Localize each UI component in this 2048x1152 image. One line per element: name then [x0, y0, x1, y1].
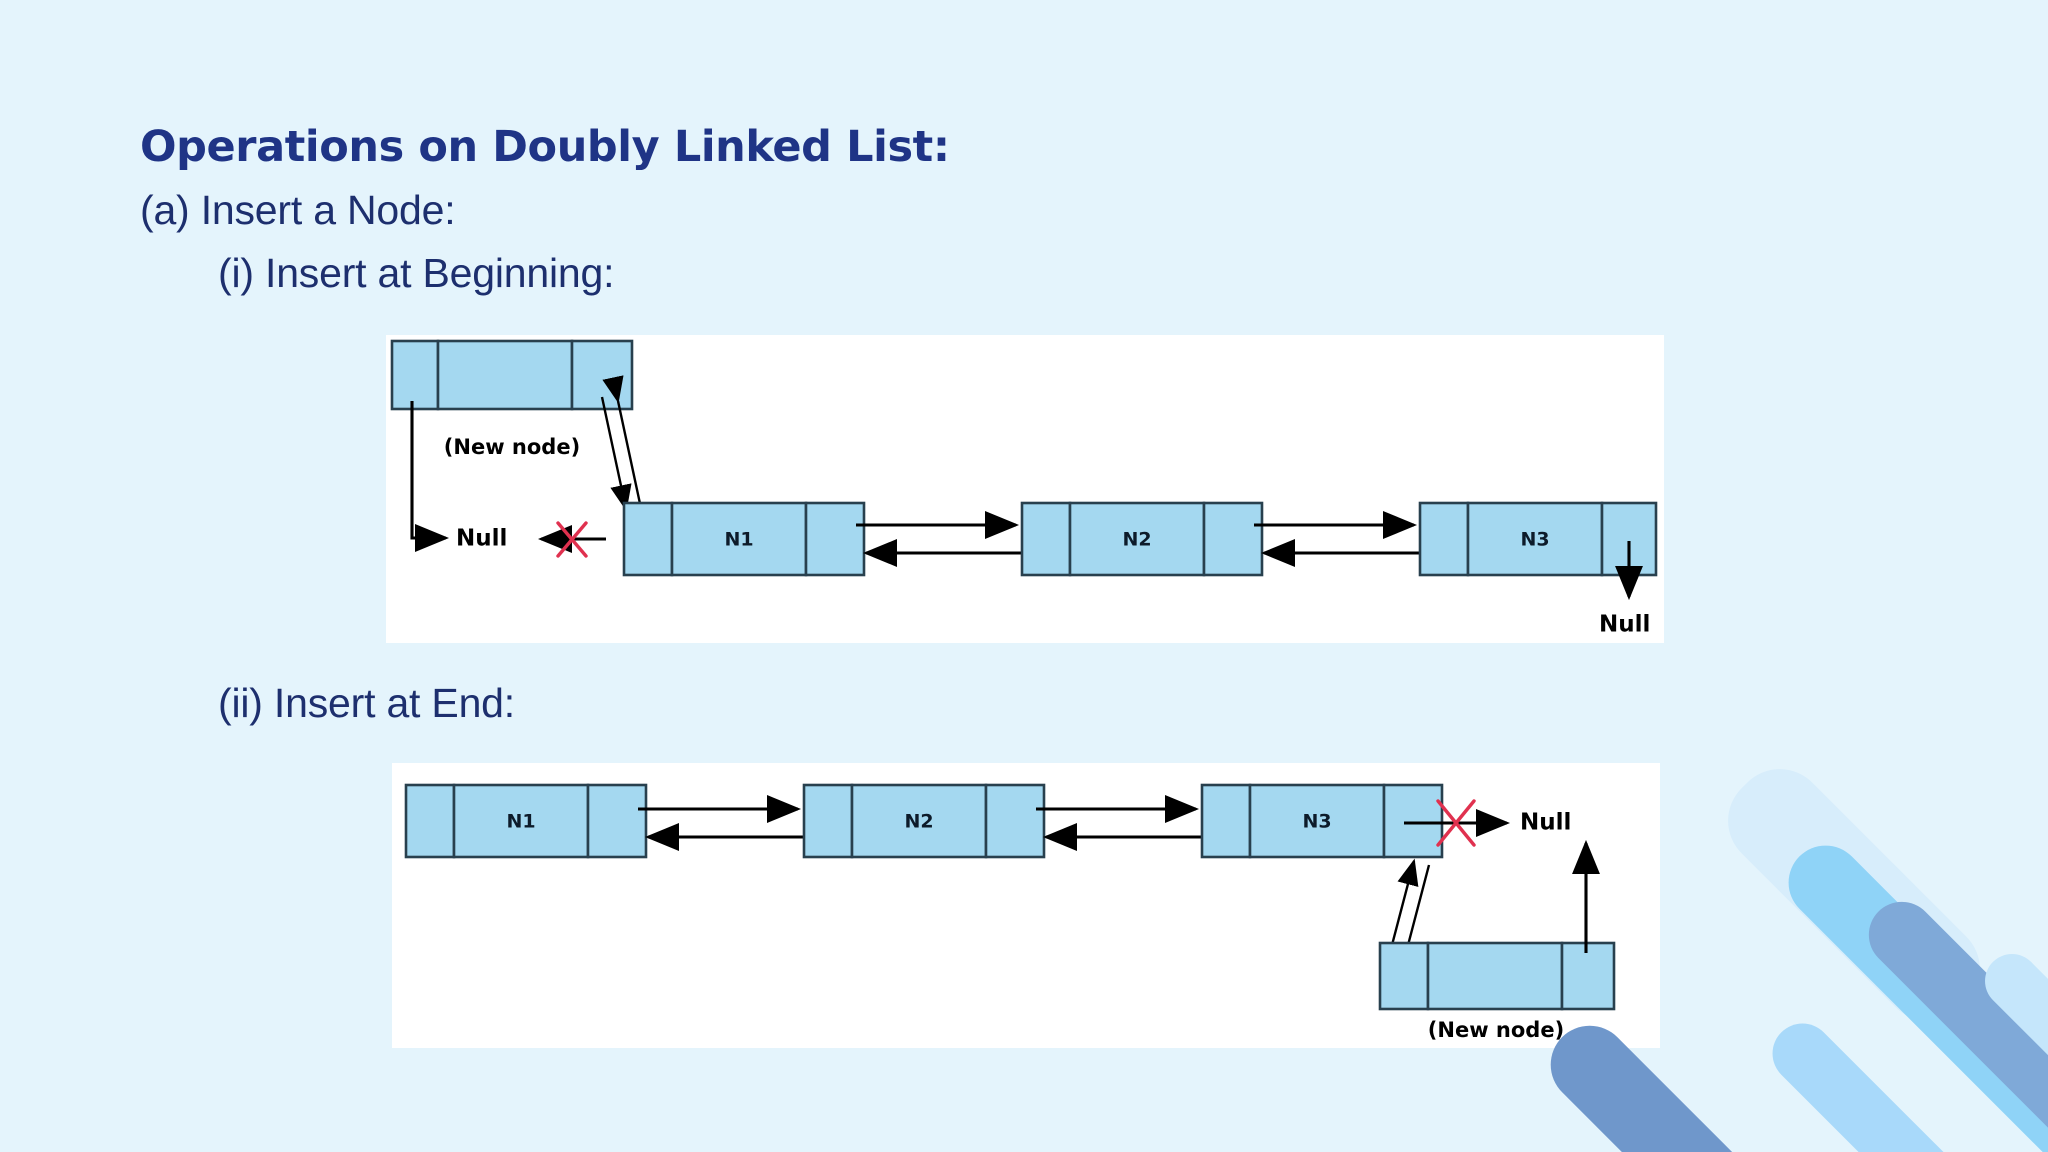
node-n3: N3	[1200, 783, 1444, 859]
null-right-label: Null	[1520, 810, 1571, 836]
node-n2-label: N2	[1122, 529, 1151, 551]
figure-insert-at-end: N1 N2 N3 Null	[392, 763, 1660, 1048]
node-n3-label: N3	[1302, 811, 1331, 833]
new-node-box	[390, 339, 634, 411]
n3-next-to-new-node-link	[1390, 864, 1431, 975]
subtitle-insert-at-beginning: (i) Insert at Beginning:	[218, 250, 615, 296]
node-n1: N1	[404, 783, 648, 859]
null-left-label: Null	[456, 526, 507, 552]
new-node-next-to-n1-link	[602, 375, 644, 514]
new-node-caption: (New node)	[444, 435, 580, 459]
decorative-bar-4	[1760, 1011, 2036, 1152]
new-node-prev-to-null-link	[410, 401, 450, 552]
new-node-box	[1378, 941, 1616, 1011]
node-n3-label: N3	[1520, 529, 1549, 551]
new-node-caption: (New node)	[1428, 1018, 1564, 1042]
node-n2: N2	[1020, 501, 1264, 577]
heading-block: Operations on Doubly Linked List: (a) In…	[140, 126, 1440, 294]
node-n3: N3	[1418, 501, 1658, 577]
node-n1-label: N1	[724, 529, 753, 551]
n1-prev-to-new-node-link	[600, 396, 632, 512]
subtitle-insert-at-end: (ii) Insert at End:	[218, 680, 515, 726]
node-n2-label: N2	[904, 811, 933, 833]
null-right-label: Null	[1599, 612, 1650, 638]
broken-link-x-icon	[556, 521, 588, 558]
decorative-bar-1	[1709, 750, 1999, 1040]
node-n1-label: N1	[506, 811, 535, 833]
figure-insert-at-beginning: (New node) Null N1 N2	[386, 335, 1664, 643]
decorative-bar-3	[1855, 888, 2048, 1152]
decorative-bar-2	[1773, 830, 2048, 1152]
broken-link-x-icon	[1436, 799, 1476, 847]
decorative-bar-6	[1973, 942, 2048, 1152]
subtitle-insert-a-node: (a) Insert a Node:	[140, 187, 456, 233]
node-n2: N2	[802, 783, 1046, 859]
new-node-prev-to-n3-link	[1390, 858, 1419, 946]
page-title: Operations on Doubly Linked List:	[140, 122, 950, 172]
node-n1: N1	[622, 501, 866, 577]
